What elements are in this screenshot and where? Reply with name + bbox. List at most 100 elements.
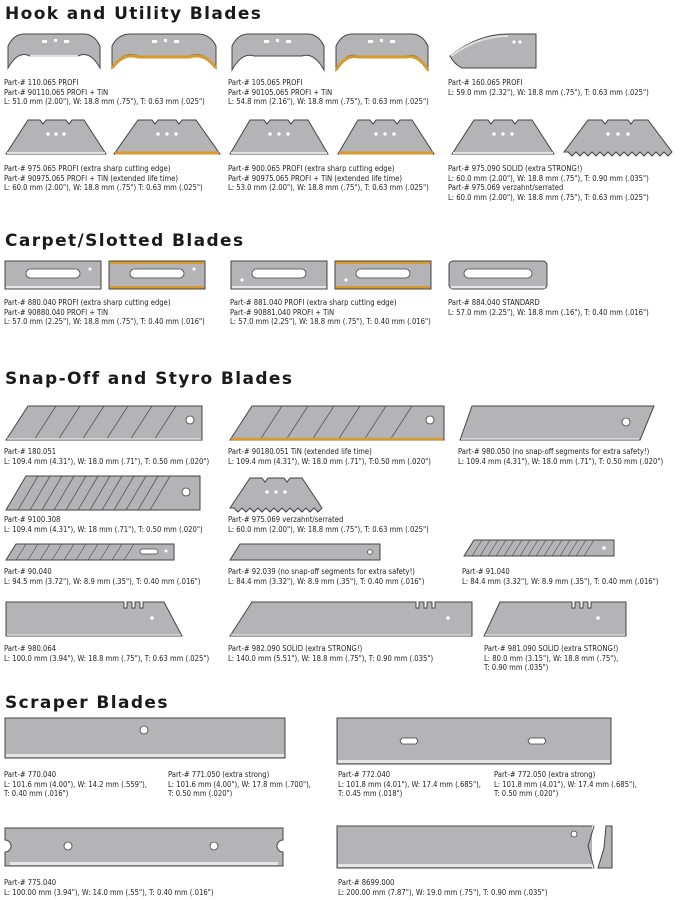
part-info-line: Part-# 980.064 <box>4 644 57 653</box>
part-info-line: T: 0.40 mm (.016") <box>4 789 69 799</box>
part-info-line: L: 140.0 mm (5.51"), W: 18.8 mm (.75"), … <box>228 653 434 663</box>
part-info-line: Part-# 92.039 (no snap-off segments for … <box>228 567 415 576</box>
part-info-line: Part-# 982.090 SOLID (extra STRONG!) <box>228 644 363 653</box>
part-info-line: L: 54.8 mm (2.16"), W: 18.8 mm (.75"), T… <box>228 97 429 107</box>
section-title-carpet-slotted: Carpet/Slotted Blades <box>5 231 245 251</box>
blade-image-881-040 <box>230 258 328 292</box>
part-info-line: L: 60.0 mm (2.00"), W: 18.8 mm (.75"), T… <box>448 192 649 202</box>
part-info-block: Part-# 884.040 STANDARD L: 57.0 mm (2.25… <box>448 298 649 317</box>
blade-image-92-039 <box>228 542 382 562</box>
part-info-line: L: 100.00 mm (3.94"), W: 14.0 mm (.55"),… <box>4 887 214 897</box>
part-info-line: Part-# 981.090 SOLID (extra STRONG!) <box>484 644 619 653</box>
part-info-line: L: 200.00 mm (7.87"), W: 19.0 mm (.75"),… <box>338 887 548 897</box>
part-info-line: Part-# 105.065 PROFI <box>228 78 303 87</box>
blade-image-90975-065-tin-b <box>336 116 436 158</box>
part-info-line: L: 109.4 mm (4.31"), W: 18.0 mm (.71"), … <box>228 456 431 466</box>
blade-image-180-051 <box>4 404 204 442</box>
part-info-line: Part-# 980.050 (no snap-off segments for… <box>458 447 650 456</box>
part-info-block: Part-# 982.090 SOLID (extra STRONG!) L: … <box>228 644 433 663</box>
part-info-line: Part-# 90.040 <box>4 567 52 576</box>
part-info-block: Part-# 771.050 (extra strong) L: 101.6 m… <box>168 770 311 799</box>
blade-image-975-069-serrated <box>562 116 674 158</box>
part-info-block: Part-# 772.050 (extra strong) L: 101.8 m… <box>494 770 637 799</box>
part-info-line: L: 109.4 mm (4.31"), W: 18 mm (.71"), T:… <box>4 524 203 534</box>
part-info-line: Part-# 90975.065 PROFI + TiN (extended l… <box>4 173 178 183</box>
part-info-block: Part-# 110.065 PROFI Part-# 90110.065 PR… <box>4 78 205 107</box>
part-info-line: Part-# 90975.065 PROFI + TiN (extended l… <box>228 173 402 183</box>
part-info-line: Part-# 770.040 <box>4 770 57 779</box>
section-title-snap-off-styro: Snap-Off and Styro Blades <box>5 369 294 389</box>
part-info-line: L: 109.4 mm (4.31"), W: 18.0 mm (.71"), … <box>4 456 210 466</box>
part-info-line: L: 57.0 mm (2.25"), W: 18.8 mm (.75"), T… <box>4 317 205 327</box>
blade-image-160-065 <box>448 30 544 74</box>
blade-image-884-040 <box>448 258 548 292</box>
part-info-block: Part-# 980.064 L: 100.0 mm (3.94"), W: 1… <box>4 644 209 663</box>
part-info-line: L: 100.0 mm (3.94"), W: 18.8 mm (.75"), … <box>4 653 210 663</box>
part-info-line: Part-# 160.065 PROFI <box>448 78 523 87</box>
part-info-line: L: 80.0 mm (3.15"), W: 18.8 mm (.75"), <box>484 653 619 663</box>
blade-image-90105-065-tin <box>332 30 432 74</box>
part-info-line: L: 59.0 mm (2.32"), W: 18.8 mm (.75"), T… <box>448 87 649 97</box>
part-info-line: Part-# 771.050 (extra strong) <box>168 770 270 779</box>
part-info-line: Part-# 881.040 PROFI (extra sharp cuttin… <box>230 298 397 307</box>
part-info-line: T: 0.50 mm (.020") <box>168 789 233 799</box>
part-info-block: Part-# 981.090 SOLID (extra STRONG!) L: … <box>484 644 618 673</box>
part-info-line: T: 0.90 mm (.035") <box>484 663 549 673</box>
blade-image-90881-040-tin <box>334 258 432 292</box>
section-title-scraper: Scraper Blades <box>5 693 169 713</box>
part-info-line: Part-# 975.069 verzahnt/serrated <box>228 515 344 524</box>
part-info-block: Part-# 975.090 SOLID (extra STRONG!) L: … <box>448 164 649 202</box>
blade-image-770-040 <box>4 716 286 760</box>
part-info-block: Part-# 770.040 L: 101.6 mm (4.00"), W: 1… <box>4 770 147 799</box>
part-info-block: Part-# 975.069 verzahnt/serrated L: 60.0… <box>228 515 429 534</box>
part-info-line: Part-# 90105.065 PROFI + TiN <box>228 87 333 97</box>
part-info-block: Part-# 775.040 L: 100.00 mm (3.94"), W: … <box>4 878 214 897</box>
part-info-line: L: 57.0 mm (2.25"), W: 18.8 mm (.16"), T… <box>448 307 649 317</box>
section-title-hook-utility: Hook and Utility Blades <box>5 4 263 24</box>
part-info-block: Part-# 90.040 L: 94.5 mm (3.72"), W: 8.9… <box>4 567 200 586</box>
part-info-block: Part-# 180.051 L: 109.4 mm (4.31"), W: 1… <box>4 447 209 466</box>
blade-image-9100-308 <box>4 474 202 512</box>
blade-image-975-090 <box>450 116 556 158</box>
part-info-line: L: 101.8 mm (4.01"), W: 17.4 mm (.685"), <box>494 779 637 789</box>
blade-image-982-090 <box>228 600 474 638</box>
blade-image-90-040 <box>4 542 176 562</box>
part-info-line: Part-# 90881.040 PROFI + TiN <box>230 307 335 317</box>
part-info-line: L: 60.0 mm (2.00"), W: 18.8 mm (.75") T:… <box>4 183 203 193</box>
part-info-block: Part-# 105.065 PROFI Part-# 90105.065 PR… <box>228 78 429 107</box>
part-info-line: L: 109.4 mm (4.31"), W: 18.0 mm (.71"), … <box>458 456 664 466</box>
part-info-line: Part-# 880.040 PROFI (extra sharp cuttin… <box>4 298 171 307</box>
part-info-line: L: 94.5 mm (3.72"), W: 8.9 mm (.35"), T:… <box>4 576 201 586</box>
part-info-line: Part-# 975.065 PROFI (extra sharp cuttin… <box>4 164 171 173</box>
blade-image-110-065 <box>4 30 104 74</box>
part-info-line: Part-# 900.065 PROFI (extra sharp cuttin… <box>228 164 395 173</box>
part-info-line: T: 0.50 mm (.020") <box>494 789 559 799</box>
blade-image-981-090 <box>482 600 628 638</box>
blade-image-90180-051-tin <box>228 404 446 442</box>
part-info-block: Part-# 881.040 PROFI (extra sharp cuttin… <box>230 298 431 327</box>
part-info-line: Part-# 975.090 SOLID (extra STRONG!) <box>448 164 583 173</box>
part-info-line: L: 60.0 mm (2.00"), W: 18.8 mm (.75"), T… <box>448 173 649 183</box>
part-info-line: L: 57.0 mm (2.25"), W: 18.8 mm (.75"), T… <box>230 317 431 327</box>
blade-image-980-064 <box>4 600 184 638</box>
part-info-line: Part-# 884.040 STANDARD <box>448 298 540 307</box>
blade-image-775-040 <box>4 826 284 868</box>
part-info-line: Part-# 772.050 (extra strong) <box>494 770 596 779</box>
blade-image-975-065 <box>4 116 108 158</box>
blade-image-900-065 <box>228 116 330 158</box>
part-info-line: L: 101.6 mm (4.00"), W: 17.8 mm (.700"), <box>168 779 311 789</box>
part-info-block: Part-# 91.040 L: 84.4 mm (3.32"), W: 8.9… <box>462 567 658 586</box>
blade-image-975-069-serrated-b <box>228 474 324 514</box>
part-info-line: Part-# 975.069 verzahnt/serrated <box>448 183 564 193</box>
part-info-line: L: 51.0 mm (2.00"), W: 18.8 mm (.75"), T… <box>4 97 205 107</box>
part-info-line: Part-# 110.065 PROFI <box>4 78 79 87</box>
part-info-line: Part-# 91.040 <box>462 567 510 576</box>
part-info-block: Part-# 880.040 PROFI (extra sharp cuttin… <box>4 298 205 327</box>
blade-image-8699-000 <box>336 824 613 870</box>
part-info-line: Part-# 90180.051 TiN (extended life time… <box>228 447 372 456</box>
part-info-line: L: 53.0 mm (2.00"), W: 18.8 mm (.75"), T… <box>228 183 429 193</box>
part-info-block: Part-# 90180.051 TiN (extended life time… <box>228 447 431 466</box>
part-info-line: Part-# 90110.065 PROFI + TiN <box>4 87 109 97</box>
part-info-line: L: 101.6 mm (4.00"), W: 14.2 mm (.559"), <box>4 779 147 789</box>
